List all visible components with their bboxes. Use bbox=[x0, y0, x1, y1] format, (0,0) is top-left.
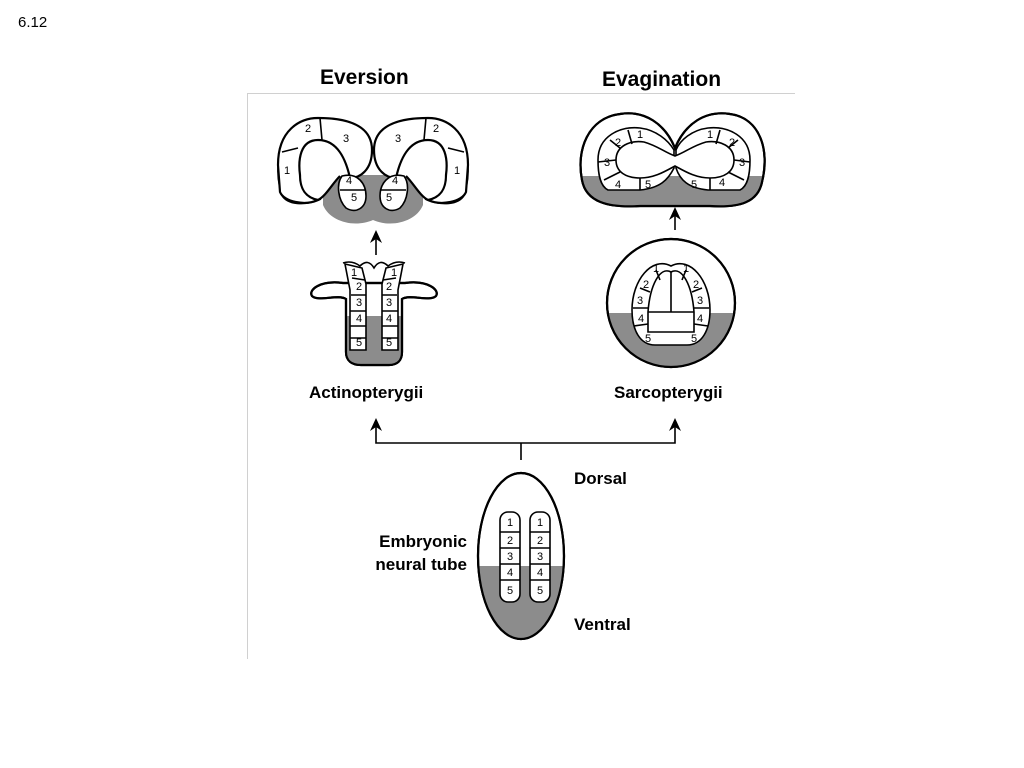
cell-number-3: 3 bbox=[604, 157, 610, 169]
cell-number-2: 2 bbox=[693, 279, 699, 291]
cell-number-4: 4 bbox=[507, 567, 513, 579]
cell-number-5: 5 bbox=[386, 192, 392, 204]
evagination-diagram: 1 2 3 4 5 1 2 3 4 5 bbox=[579, 112, 766, 208]
cell-number-2: 2 bbox=[305, 123, 311, 135]
cell-number-5: 5 bbox=[356, 337, 362, 349]
cell-number-5: 5 bbox=[386, 337, 392, 349]
cell-number-1: 1 bbox=[707, 129, 713, 141]
embryonic-ventral-shade bbox=[478, 566, 564, 639]
branch-arrows bbox=[370, 207, 681, 460]
cell-number-3: 3 bbox=[386, 297, 392, 309]
actinopterygii-right-wall bbox=[381, 262, 405, 351]
cell-number-5: 5 bbox=[537, 585, 543, 597]
cell-number-4: 4 bbox=[392, 175, 398, 187]
frame-left-rule bbox=[247, 93, 248, 659]
cell-number-3: 3 bbox=[356, 297, 362, 309]
cell-number-4: 4 bbox=[386, 313, 392, 325]
actinopterygii-diagram: 1 2 3 4 5 1 2 3 4 5 bbox=[310, 261, 438, 367]
cell-number-3: 3 bbox=[343, 133, 349, 145]
cell-number-2: 2 bbox=[729, 137, 735, 149]
label-dorsal: Dorsal bbox=[574, 469, 627, 488]
cell-number-1: 1 bbox=[637, 129, 643, 141]
cell-number-2: 2 bbox=[356, 281, 362, 293]
cell-number-2: 2 bbox=[386, 281, 392, 293]
cell-number-5: 5 bbox=[645, 179, 651, 191]
frame-top-rule bbox=[247, 93, 795, 94]
cell-number-3: 3 bbox=[507, 551, 513, 563]
sarcopterygii-diagram: 1 2 3 4 5 1 2 3 4 5 bbox=[605, 237, 737, 369]
cell-number-5: 5 bbox=[691, 333, 697, 345]
cell-number-3: 3 bbox=[537, 551, 543, 563]
cell-number-2: 2 bbox=[507, 535, 513, 547]
label-actinopterygii: Actinopterygii bbox=[309, 383, 424, 402]
cell-number-3: 3 bbox=[637, 295, 643, 307]
eversion-left-ventral-cells bbox=[337, 174, 367, 212]
cell-number-1: 1 bbox=[507, 517, 513, 529]
arrow-up-left bbox=[370, 418, 382, 431]
slide-number: 6.12 bbox=[18, 14, 48, 31]
cell-number-5: 5 bbox=[645, 333, 651, 345]
cell-number-2: 2 bbox=[433, 123, 439, 135]
cell-number-5: 5 bbox=[351, 192, 357, 204]
cell-number-5: 5 bbox=[507, 585, 513, 597]
cell-number-4: 4 bbox=[346, 175, 352, 187]
cell-number-4: 4 bbox=[697, 313, 703, 325]
cell-number-2: 2 bbox=[615, 137, 621, 149]
eversion-right-ventral-cells bbox=[379, 174, 409, 212]
cell-number-1: 1 bbox=[683, 263, 689, 275]
cell-number-1: 1 bbox=[653, 263, 659, 275]
label-embryonic-neural-tube: Embryonic neural tube bbox=[360, 530, 467, 576]
cell-number-3: 3 bbox=[697, 295, 703, 307]
cell-number-3: 3 bbox=[395, 133, 401, 145]
label-sarcopterygii: Sarcopterygii bbox=[614, 383, 723, 402]
label-embryonic-line1: Embryonic bbox=[379, 532, 467, 551]
arrow-up-eversion bbox=[370, 230, 382, 243]
cell-number-4: 4 bbox=[356, 313, 362, 325]
label-embryonic-line2: neural tube bbox=[375, 555, 467, 574]
actinopterygii-left-wall bbox=[343, 262, 367, 351]
cell-number-1: 1 bbox=[284, 165, 290, 177]
label-ventral: Ventral bbox=[574, 615, 631, 634]
cell-number-3: 3 bbox=[739, 157, 745, 169]
cell-number-2: 2 bbox=[643, 279, 649, 291]
cell-number-4: 4 bbox=[537, 567, 543, 579]
arrow-up-evagination bbox=[669, 207, 681, 220]
embryonic-neural-tube-diagram: 1 2 3 4 5 1 2 3 4 5 bbox=[476, 471, 566, 641]
arrow-up-right bbox=[669, 418, 681, 431]
cell-number-1: 1 bbox=[537, 517, 543, 529]
cell-number-4: 4 bbox=[615, 179, 621, 191]
cell-number-4: 4 bbox=[719, 177, 725, 189]
cell-number-5: 5 bbox=[691, 179, 697, 191]
cell-number-2: 2 bbox=[537, 535, 543, 547]
cell-number-4: 4 bbox=[638, 313, 644, 325]
cell-number-1: 1 bbox=[351, 267, 357, 279]
title-eversion: Eversion bbox=[320, 66, 409, 89]
title-evagination: Evagination bbox=[602, 68, 722, 91]
eversion-diagram: 2 3 1 4 5 2 3 1 4 5 bbox=[276, 116, 470, 224]
cell-number-1: 1 bbox=[454, 165, 460, 177]
cell-number-1: 1 bbox=[391, 267, 397, 279]
